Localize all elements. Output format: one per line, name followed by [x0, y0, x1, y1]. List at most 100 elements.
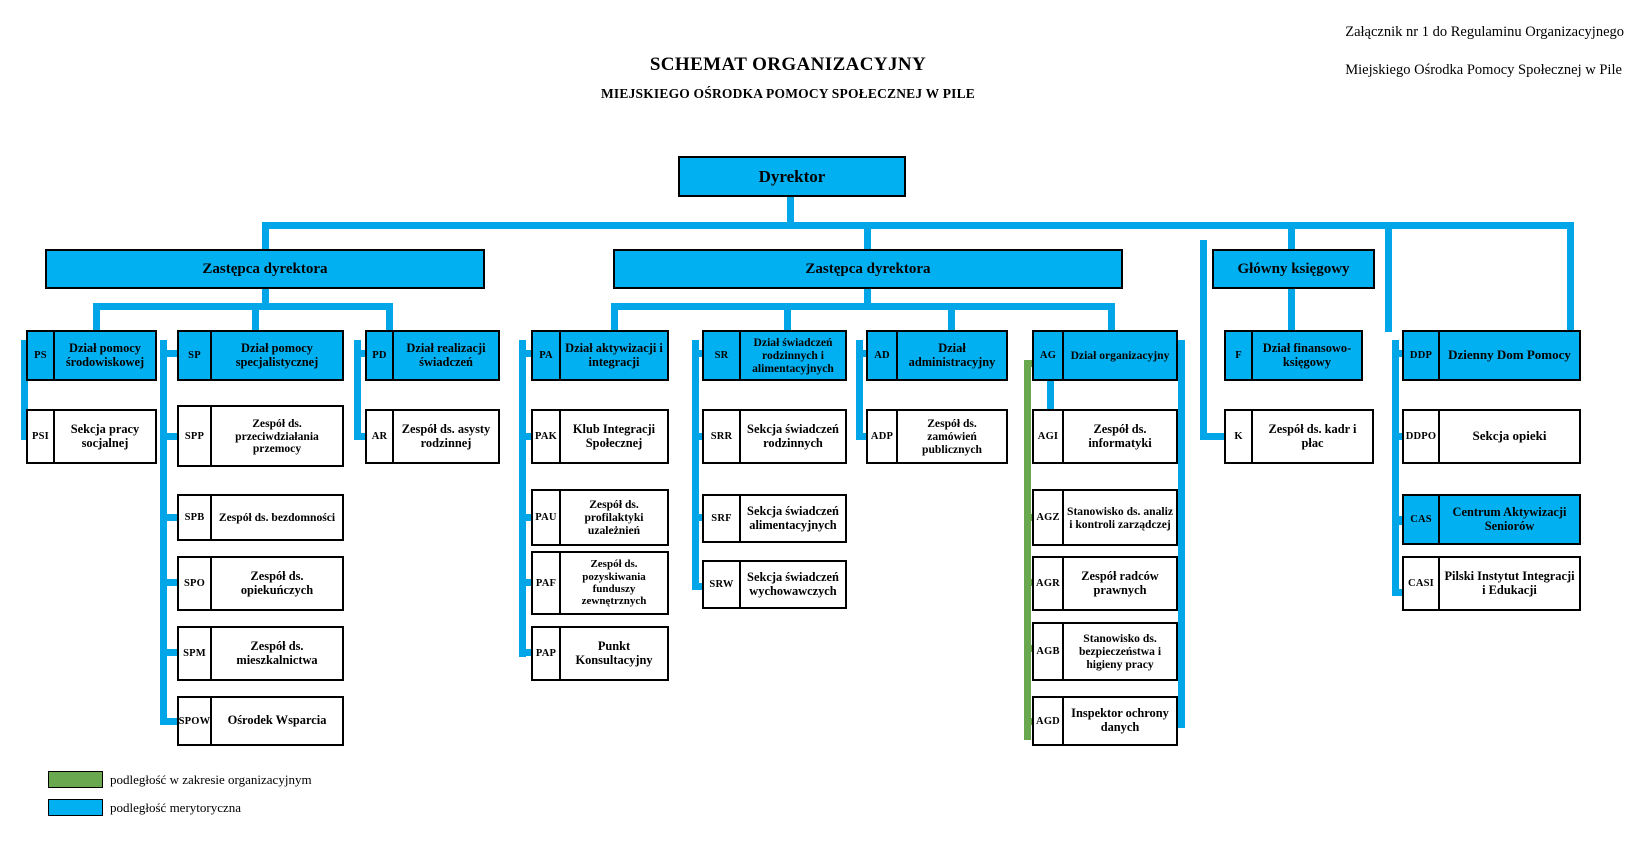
node-pau-code: PAU — [533, 491, 561, 544]
node-casi-label: Pilski Instytut Integracji i Edukacji — [1444, 568, 1575, 597]
node-ag-label: Dział organizacyjny — [1070, 349, 1170, 362]
node-spb[interactable]: SPB Zespół ds. bezdomności — [177, 494, 344, 541]
node-ar[interactable]: AR Zespół ds. asysty rodzinnej — [365, 409, 500, 464]
connector-srw-in — [692, 583, 710, 590]
node-agr-label: Zespół radców prawnych — [1081, 568, 1159, 597]
node-srw[interactable]: SRW Sekcja świadczeń wychowawczych — [702, 560, 847, 609]
node-srr[interactable]: SRR Sekcja świadczeń rodzinnych — [702, 409, 847, 464]
node-dyrektor-label: Dyrektor — [758, 166, 826, 186]
connector-deputy1-to-sp — [252, 303, 259, 331]
node-spm-code: SPM — [179, 628, 212, 679]
node-pak-code: PAK — [533, 411, 561, 462]
connector-k-in — [1200, 433, 1226, 440]
node-ddpo-label: Sekcja opieki — [1472, 428, 1547, 444]
node-ad[interactable]: AD Dział administracyjny — [866, 330, 1008, 381]
node-adp-code: ADP — [868, 411, 898, 462]
node-pak[interactable]: PAK Klub Integracji Społecznej — [531, 409, 669, 464]
node-pd-label: Dział realizacji świadczeń — [406, 340, 486, 369]
node-ar-label: Zespół ds. asysty rodzinnej — [401, 421, 491, 450]
node-srr-code: SRR — [704, 411, 741, 462]
node-ag[interactable]: AG Dział organizacyjny — [1032, 330, 1178, 381]
node-pau-label: Zespół ds. profilaktyki uzależnień — [584, 498, 644, 537]
node-k-label: Zespół ds. kadr i płac — [1268, 421, 1357, 450]
node-f[interactable]: F Dział finansowo-księgowy — [1224, 330, 1363, 381]
node-pa-code: PA — [533, 332, 561, 379]
node-paf[interactable]: PAF Zespół ds. pozyskiwania funduszy zew… — [531, 551, 669, 615]
node-pa[interactable]: PA Dział aktywizacji i integracji — [531, 330, 669, 381]
node-glowny-ksiegowy[interactable]: Główny księgowy — [1212, 249, 1375, 289]
node-srw-code: SRW — [704, 562, 741, 607]
node-adp[interactable]: ADP Zespół ds. zamówień publicznych — [866, 409, 1008, 464]
node-casi[interactable]: CASI Pilski Instytut Integracji i Edukac… — [1402, 556, 1581, 611]
node-agi[interactable]: AGI Zespół ds. informatyki — [1032, 409, 1178, 464]
connector-sp-spine — [160, 340, 167, 725]
node-agr-code: AGR — [1034, 558, 1064, 609]
connector-ag-green-spine — [1024, 360, 1031, 740]
node-agz[interactable]: AGZ Stanowisko ds. analiz i kontroli zar… — [1032, 489, 1178, 546]
node-casi-code: CASI — [1404, 558, 1440, 609]
connector-sp-in — [160, 350, 192, 357]
node-spm[interactable]: SPM Zespół ds. mieszkalnictwa — [177, 626, 344, 681]
node-agd-label: Inspektor ochrony danych — [1071, 706, 1169, 734]
node-spow[interactable]: SPOW Ośrodek Wsparcia — [177, 696, 344, 746]
connector-sr-spine — [692, 340, 699, 590]
connector-accountant-down — [1288, 288, 1295, 331]
node-ar-code: AR — [367, 411, 394, 462]
connector-bus-to-deputy-2 — [864, 222, 871, 249]
node-k[interactable]: K Zespół ds. kadr i płac — [1224, 409, 1374, 464]
node-psi[interactable]: PSI Sekcja pracy socjalnej — [26, 409, 157, 464]
node-sr[interactable]: SR Dział świadczeń rodzinnych i alimenta… — [702, 330, 847, 381]
node-f-label: Dział finansowo-księgowy — [1262, 340, 1352, 369]
connector-deputy1-bus — [93, 303, 393, 310]
node-zastepca-dyrektora-2[interactable]: Zastępca dyrektora — [613, 249, 1123, 289]
node-dyrektor[interactable]: Dyrektor — [678, 156, 906, 197]
node-ddpo[interactable]: DDPO Sekcja opieki — [1402, 409, 1581, 464]
connector-bus-to-deputy-1 — [262, 222, 269, 249]
node-psi-label: Sekcja pracy socjalnej — [70, 421, 140, 450]
connector-main-bus — [262, 222, 1574, 229]
node-k-code: K — [1226, 411, 1253, 462]
connector-cas-spine — [1392, 508, 1399, 596]
page-title: SCHEMAT ORGANIZACYJNY — [649, 54, 927, 75]
node-agb-code: AGB — [1034, 624, 1064, 679]
connector-f-spine — [1200, 240, 1207, 440]
connector-spo-in — [160, 579, 178, 586]
node-agz-code: AGZ — [1034, 491, 1064, 544]
node-agr[interactable]: AGR Zespół radców prawnych — [1032, 556, 1178, 611]
node-srw-label: Sekcja świadczeń wychowawczych — [747, 569, 839, 598]
node-pap[interactable]: PAP Punkt Konsultacyjny — [531, 626, 669, 681]
node-pau[interactable]: PAU Zespół ds. profilaktyki uzależnień — [531, 489, 669, 546]
connector-pa-spine — [519, 340, 526, 657]
node-agi-code: AGI — [1034, 411, 1064, 462]
node-pd[interactable]: PD Dział realizacji świadczeń — [365, 330, 500, 381]
node-spp[interactable]: SPP Zespół ds. przeciwdziałania przemocy — [177, 405, 344, 467]
node-zastepca-dyrektora-1[interactable]: Zastępca dyrektora — [45, 249, 485, 289]
node-srf-code: SRF — [704, 496, 741, 541]
connector-adp-in — [856, 433, 874, 440]
node-ddp[interactable]: DDP Dzienny Dom Pomocy — [1402, 330, 1581, 381]
node-agb[interactable]: AGB Stanowisko ds. bezpieczeństwa i higi… — [1032, 622, 1178, 681]
connector-ad-spine — [856, 340, 863, 440]
node-sp[interactable]: SP Dział pomocy specjalistycznej — [177, 330, 344, 381]
node-sr-label: Dział świadczeń rodzinnych i alimentacyj… — [752, 336, 834, 375]
node-pap-code: PAP — [533, 628, 561, 679]
node-pak-label: Klub Integracji Społecznej — [572, 421, 656, 450]
connector-spb-in — [160, 514, 178, 521]
node-srf-label: Sekcja świadczeń alimentacyjnych — [747, 503, 839, 532]
node-spo[interactable]: SPO Zespół ds. opiekuńczych — [177, 556, 344, 611]
node-agd[interactable]: AGD Inspektor ochrony danych — [1032, 696, 1178, 746]
connector-pd-spine — [354, 340, 361, 440]
connector-casi-in — [1392, 589, 1410, 596]
connector-ddp-in — [1392, 350, 1410, 357]
node-ad-code: AD — [868, 332, 898, 379]
node-agi-label: Zespół ds. informatyki — [1088, 421, 1152, 450]
node-spow-code: SPOW — [179, 698, 212, 744]
node-agb-label: Stanowisko ds. bezpieczeństwa i higieny … — [1078, 632, 1162, 671]
connector-bus-to-chief-accountant — [1288, 222, 1295, 249]
node-ps[interactable]: PS Dział pomocy środowiskowej — [26, 330, 157, 381]
connector-deputy2-to-ad — [948, 303, 955, 331]
connector-pa-in — [519, 350, 541, 357]
connector-bus-right-end — [1567, 222, 1574, 342]
node-srf[interactable]: SRF Sekcja świadczeń alimentacyjnych — [702, 494, 847, 543]
node-cas[interactable]: CAS Centrum Aktywizacji Seniorów — [1402, 494, 1581, 545]
